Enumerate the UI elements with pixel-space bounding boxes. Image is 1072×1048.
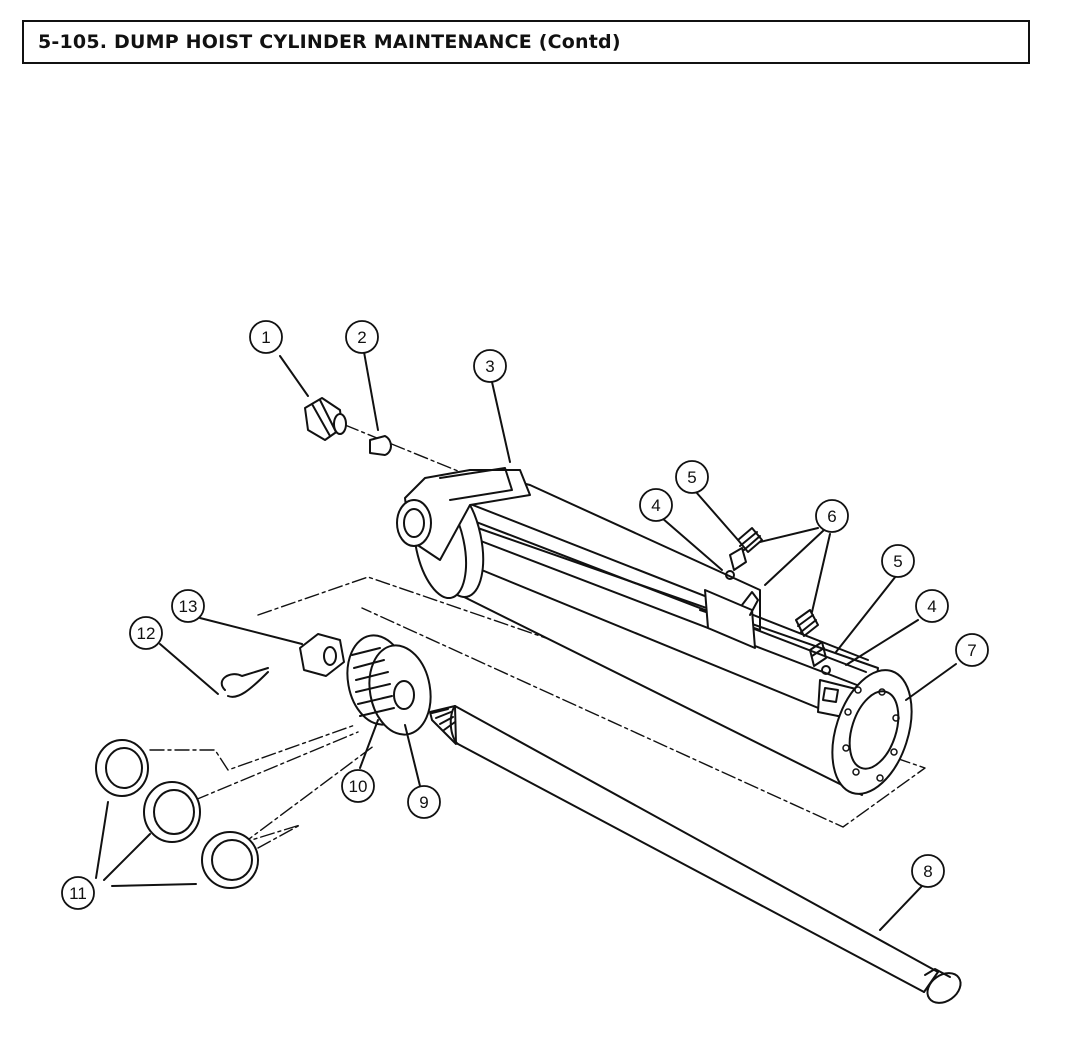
svg-text:4: 4	[651, 496, 660, 515]
callout-1: 1	[249, 320, 283, 354]
seal-rings	[95, 739, 259, 889]
callout-6: 6	[815, 499, 849, 533]
callout-8: 8	[911, 854, 945, 888]
svg-text:13: 13	[179, 597, 198, 616]
svg-text:2: 2	[357, 328, 366, 347]
callout-3: 3	[473, 349, 507, 383]
callout-2: 2	[345, 320, 379, 354]
svg-text:3: 3	[485, 357, 494, 376]
svg-text:10: 10	[349, 777, 368, 796]
svg-text:1: 1	[261, 328, 270, 347]
callout-4: 4	[639, 488, 673, 522]
page-title: 5-105. DUMP HOIST CYLINDER MAINTENANCE (…	[38, 31, 621, 53]
callout-11: 11	[61, 876, 95, 910]
castle-nut	[299, 633, 345, 677]
callout-12: 12	[129, 616, 163, 650]
svg-text:12: 12	[137, 624, 156, 643]
spring-set-upper	[725, 527, 763, 580]
svg-text:7: 7	[967, 641, 976, 660]
leader-arrows	[95, 351, 957, 931]
callout-13: 13	[171, 589, 205, 623]
svg-text:11: 11	[69, 884, 87, 903]
callout-5: 5	[675, 460, 709, 494]
callout-7: 7	[955, 633, 989, 667]
svg-text:5: 5	[893, 552, 902, 571]
svg-text:8: 8	[923, 862, 932, 881]
callout-4b: 4	[915, 589, 949, 623]
svg-text:9: 9	[419, 793, 428, 812]
cotter-pin	[220, 667, 269, 698]
cylinder-barrel	[396, 467, 913, 796]
callout-10: 10	[341, 769, 375, 803]
check-ball	[369, 435, 392, 456]
piston-rod	[429, 705, 962, 1004]
alignment-lines	[149, 424, 926, 849]
svg-text:4: 4	[927, 597, 936, 616]
callout-9: 9	[407, 785, 441, 819]
piston	[346, 634, 432, 736]
fitting	[304, 397, 347, 441]
svg-text:6: 6	[827, 507, 836, 526]
svg-text:5: 5	[687, 468, 696, 487]
callout-5b: 5	[881, 544, 915, 578]
section-header: 5-105. DUMP HOIST CYLINDER MAINTENANCE (…	[22, 20, 1030, 64]
spring-set-lower	[795, 609, 831, 675]
